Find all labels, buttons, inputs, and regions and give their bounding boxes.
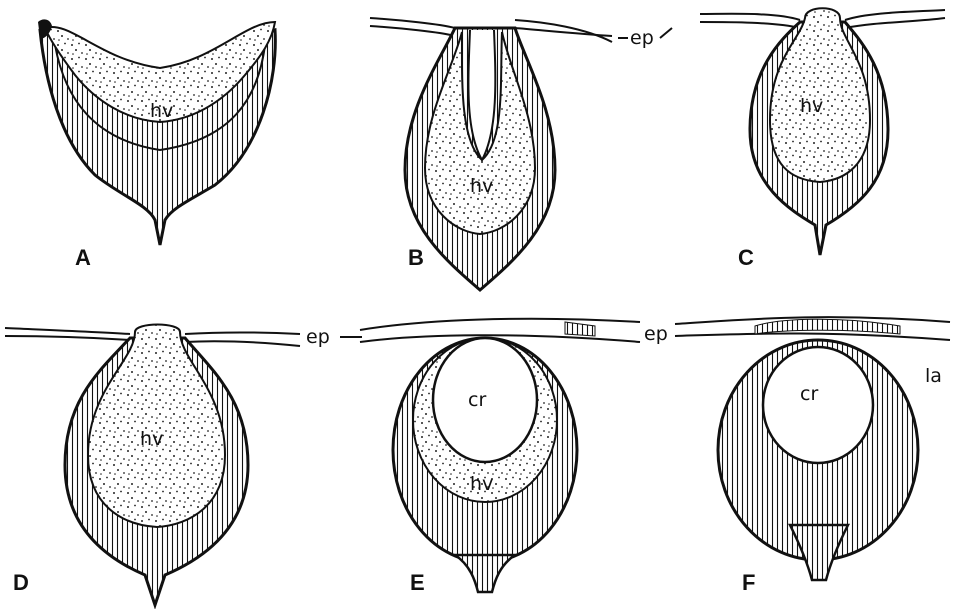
panel-d-epithelium-right [185, 333, 300, 335]
panel-c: hv C [700, 8, 945, 270]
ep-label-bottom-left: ep [306, 326, 362, 348]
panel-a-letter: A [75, 245, 91, 270]
panel-e-epithelium-thickening [565, 322, 595, 336]
panel-f-epithelium-thickening [755, 319, 900, 334]
panel-a-hv-label: hv [150, 100, 173, 122]
panel-e-cr-label: cr [468, 389, 486, 411]
panel-e-stalk [455, 555, 515, 592]
panel-d-cavity [88, 325, 225, 528]
ep-label-top: ep [618, 27, 672, 49]
panel-d-epithelium-right-b [185, 341, 300, 346]
ep-top-text: ep [630, 27, 654, 49]
panel-c-epithelium-right-b [845, 18, 945, 28]
panel-d: hv D [5, 325, 300, 606]
panel-f: cr la F [675, 317, 950, 595]
panel-a: hv A [38, 19, 275, 270]
panel-b-epithelium-left-b [370, 26, 455, 36]
panel-d-hv-label: hv [140, 428, 163, 450]
panel-f-lens [763, 347, 873, 463]
panel-c-epithelium-right [845, 10, 945, 20]
panel-b-letter: B [408, 245, 424, 270]
panel-c-epithelium-left-b [700, 22, 800, 28]
panel-e-epithelium-top [360, 319, 640, 330]
panel-b-epithelium-right-b [515, 20, 612, 42]
panel-c-hv-label: hv [800, 95, 823, 117]
panel-d-letter: D [13, 570, 29, 595]
panel-c-letter: C [738, 245, 754, 270]
ep-bottom-middle-text: ep [644, 323, 668, 345]
panel-b-hv-label: hv [470, 175, 493, 197]
ep-bottom-left-text: ep [306, 326, 330, 348]
panel-d-epithelium-left-b [5, 336, 130, 340]
panel-e-letter: E [410, 570, 425, 595]
la-label: la [925, 365, 942, 387]
panel-d-epithelium-left [5, 328, 130, 334]
panel-b: hv B [370, 18, 612, 290]
panel-e-hv-label: hv [470, 473, 493, 495]
panel-c-epithelium-left [700, 14, 800, 20]
ep-label-bottom-middle: ep [644, 323, 668, 345]
panel-f-cr-label: cr [800, 383, 818, 405]
panel-f-letter: F [742, 570, 755, 595]
panel-e: cr hv E [360, 319, 640, 595]
